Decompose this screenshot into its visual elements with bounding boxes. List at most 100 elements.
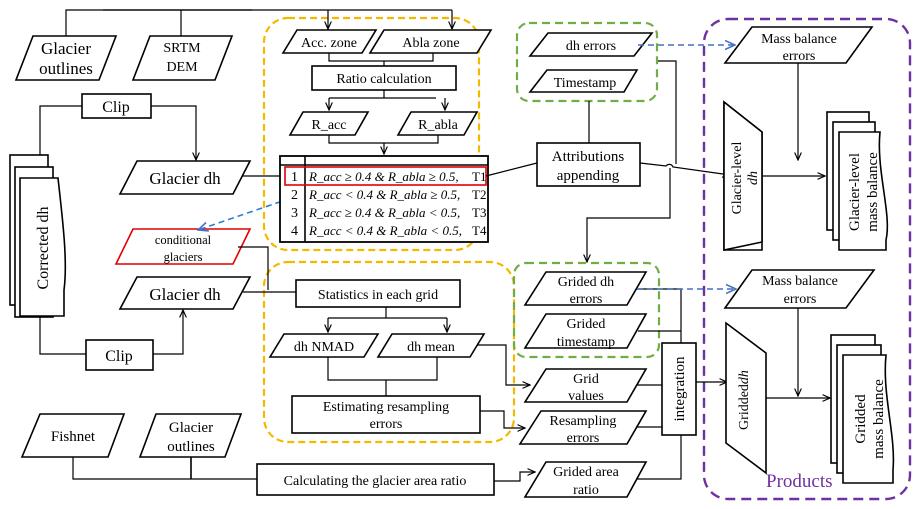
estimating-resampling-errors[interactable]: Estimating resampling errors (291, 395, 481, 434)
attributions-appending[interactable]: Attributions appending (536, 142, 641, 187)
abla-zone[interactable]: Abla zone (368, 29, 493, 54)
svg-text:errors: errors (370, 417, 403, 432)
svg-text:Grided area: Grided area (553, 465, 619, 480)
svg-text:R_acc < 0.4 & R_abla < 0.5,: R_acc < 0.4 & R_abla < 0.5, (308, 223, 462, 238)
connector-ratios (328, 135, 439, 154)
dh-mean[interactable]: dh mean (376, 333, 486, 358)
svg-text:Clip: Clip (102, 99, 130, 116)
svg-text:DEM: DEM (166, 60, 198, 75)
mass-balance-errors-top[interactable]: Mass balance errors (723, 26, 874, 64)
svg-text:Gridded: Gridded (853, 394, 869, 444)
clip-bottom-box[interactable]: Clip (85, 339, 154, 371)
svg-text:Calculating the glacier area r: Calculating the glacier area ratio (284, 474, 467, 489)
glacier-dh-top[interactable]: Glacier dh (118, 160, 252, 195)
svg-text:Statistics in each grid: Statistics in each grid (318, 288, 438, 303)
svg-text:Clip: Clip (105, 348, 133, 365)
svg-text:Glacier dh: Glacier dh (149, 169, 221, 188)
clip-top-box[interactable]: Clip (81, 93, 152, 119)
clip-top-connectors (39, 105, 196, 160)
svg-text:Glacier-level: Glacier-level (847, 153, 863, 231)
group-grided-attributes (512, 261, 661, 359)
svg-text:T2: T2 (472, 187, 486, 202)
connector-zones (329, 53, 445, 110)
svg-text:Abla zone: Abla zone (402, 36, 459, 51)
svg-text:R_acc ≥ 0.4 & R_abla < 0.5,: R_acc ≥ 0.4 & R_abla < 0.5, (308, 205, 460, 220)
svg-text:Glacier-level: Glacier-level (730, 142, 745, 215)
svg-text:conditional: conditional (155, 233, 212, 247)
grided-timestamp[interactable]: Grided timestamp (523, 313, 648, 350)
group-attributes (515, 21, 659, 103)
grided-dh-errors[interactable]: Grided dh errors (523, 271, 648, 307)
acc-zone[interactable]: Acc. zone (281, 29, 378, 54)
glacier-outlines-input-top[interactable]: Glacier outlines (14, 35, 118, 81)
svg-text:ratio: ratio (573, 483, 599, 498)
group-products (702, 17, 912, 501)
gridded-mass-balance[interactable]: Gridded mass balance (830, 334, 895, 484)
svg-text:1: 1 (291, 170, 298, 185)
statistics-in-each-grid[interactable]: Statistics in each grid (295, 279, 461, 308)
table-row[interactable]: 2 R_acc < 0.4 & R_abla ≥ 0.5, T2 (291, 187, 486, 203)
connector-bottom-inputs (72, 457, 535, 482)
corrected-dh-documents[interactable]: Corrected dh (9, 154, 67, 318)
connector-top (65, 9, 452, 36)
svg-text:errors: errors (784, 292, 817, 307)
svg-text:Attributions: Attributions (552, 149, 625, 165)
table-row[interactable]: 1 R_acc ≥ 0.4 & R_abla ≥ 0.5, T1 (291, 169, 486, 185)
fishnet-input[interactable]: Fishnet (20, 413, 126, 458)
svg-text:T4: T4 (472, 223, 487, 238)
svg-text:Resampling: Resampling (550, 414, 617, 429)
svg-text:Glacier: Glacier (41, 39, 91, 58)
classification-table: 1 R_acc ≥ 0.4 & R_abla ≥ 0.5, T1 2 R_acc… (279, 155, 489, 243)
svg-text:Griddeddh: Griddeddh (737, 370, 752, 430)
connector-attributions-out (587, 60, 730, 262)
connector-conditional (238, 246, 269, 290)
conditional-glaciers[interactable]: conditional glaciers (114, 228, 252, 265)
timestamp[interactable]: Timestamp (528, 69, 639, 93)
svg-text:Ratio calculation: Ratio calculation (336, 72, 431, 87)
svg-text:Grid: Grid (573, 372, 599, 387)
svg-text:errors: errors (783, 49, 816, 64)
products-label: Products (766, 471, 833, 492)
glacier-outlines-input-bottom[interactable]: Glacier outlines (138, 413, 243, 458)
integration-box[interactable]: integration (661, 342, 697, 436)
svg-text:T1: T1 (472, 169, 486, 184)
svg-text:Grided: Grided (567, 317, 606, 332)
glacier-dh-bottom[interactable]: Glacier dh (118, 276, 252, 310)
svg-text:Estimating resampling: Estimating resampling (323, 400, 449, 415)
group-classification (262, 16, 481, 252)
svg-text:Glacier dh: Glacier dh (149, 285, 221, 304)
svg-text:Mass balance: Mass balance (761, 32, 837, 47)
svg-text:integration: integration (672, 356, 688, 421)
calculating-area-ratio[interactable]: Calculating the glacier area ratio (256, 463, 495, 496)
svg-text:outlines: outlines (167, 439, 215, 455)
svg-text:errors: errors (567, 431, 600, 446)
svg-text:values: values (568, 389, 604, 404)
svg-text:mass balance: mass balance (865, 152, 881, 232)
svg-text:2: 2 (291, 188, 298, 203)
mass-balance-errors-bottom[interactable]: Mass balance errors (723, 269, 876, 309)
dh-errors[interactable]: dh errors (528, 32, 654, 57)
resampling-errors[interactable]: Resampling errors (518, 410, 648, 446)
ratio-calculation[interactable]: Ratio calculation (311, 65, 457, 91)
svg-text:R_acc ≥ 0.4 & R_abla ≥ 0.5,: R_acc ≥ 0.4 & R_abla ≥ 0.5, (308, 169, 459, 184)
table-row[interactable]: 4 R_acc < 0.4 & R_abla < 0.5, T4 (291, 223, 487, 239)
svg-text:dh NMAD: dh NMAD (294, 340, 354, 355)
svg-text:glaciers: glaciers (164, 250, 203, 264)
grid-values[interactable]: Grid values (523, 368, 648, 404)
svg-text:R_acc < 0.4 & R_abla ≥ 0.5,: R_acc < 0.4 & R_abla ≥ 0.5, (308, 187, 460, 202)
svg-text:Mass balance: Mass balance (762, 274, 838, 289)
gridded-dh[interactable]: Griddeddh (725, 321, 767, 475)
grided-area-ratio[interactable]: Grided area ratio (523, 461, 648, 498)
glacier-level-mass-balance[interactable]: Glacier-level mass balance (826, 111, 889, 251)
svg-text:dh: dh (746, 171, 761, 185)
svg-text:Timestamp: Timestamp (554, 76, 617, 91)
glacier-level-dh[interactable]: Glacier-level dh (723, 100, 763, 251)
connector-table-attributions (485, 162, 538, 177)
srtm-dem-input[interactable]: SRTM DEM (131, 35, 234, 81)
dh-nmad[interactable]: dh NMAD (268, 333, 380, 358)
svg-text:SRTM: SRTM (163, 41, 201, 56)
r-abla[interactable]: R_abla (396, 111, 479, 136)
r-acc[interactable]: R_acc (288, 111, 370, 136)
table-row[interactable]: 3 R_acc ≥ 0.4 & R_abla < 0.5, T3 (291, 205, 486, 221)
